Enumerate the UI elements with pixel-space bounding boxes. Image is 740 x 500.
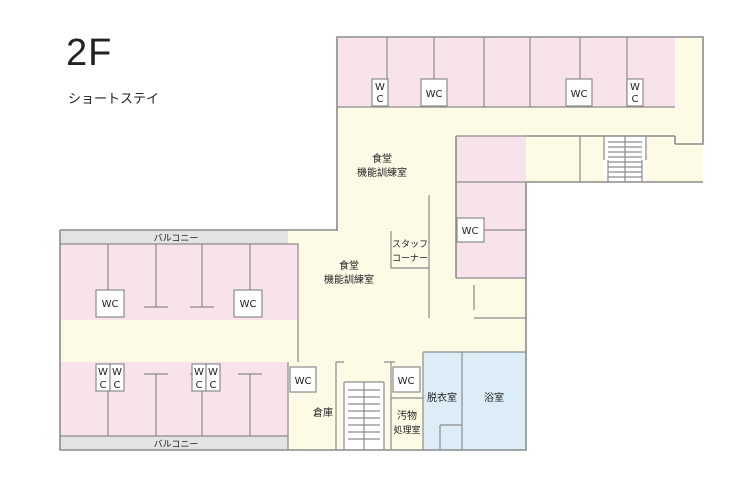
balcony-top-label: バルコニー: [154, 233, 199, 244]
wc-box-lower-top-1: [95, 289, 125, 318]
dressing-room-label: 脱衣室: [427, 391, 457, 404]
wc-label-lower-top-2: WC: [240, 299, 257, 310]
wc-box-lower-bottom-4: [205, 363, 221, 392]
storage-label: 倉庫: [313, 406, 333, 419]
wc-label-upper-4b: C: [632, 94, 639, 105]
wc-box-utility-2: [392, 366, 421, 393]
wc-label-upper-3: WC: [571, 89, 588, 100]
wc-label-upper-2: WC: [426, 89, 443, 100]
balcony-bottom-label: バルコニー: [154, 439, 199, 450]
wc-label-utility-2: WC: [398, 376, 415, 387]
wc-label-lower-bottom-3b: C: [196, 380, 203, 391]
wc-box-upper-3: [565, 78, 593, 107]
wc-label-lower-bottom-4a: W: [208, 367, 218, 378]
corridor-upper-extension: [675, 37, 703, 144]
corridor-upper-dining: [337, 136, 456, 231]
wc-box-utility-1: [289, 366, 317, 393]
middle-cluster-walls: [456, 135, 581, 279]
outer-wall-main: [59, 229, 527, 451]
outer-wall: [336, 36, 704, 352]
wc-box-lower-top-2: [233, 289, 263, 318]
wc-box-upper-1: [371, 78, 389, 107]
wc-box-middle: [456, 217, 485, 243]
dirty-room-line2: 処理室: [393, 424, 420, 436]
wc-box-lower-bottom-2: [109, 363, 125, 392]
dining-upper-line1: 食堂: [372, 152, 392, 165]
wc-label-lower-bottom-2a: W: [112, 367, 122, 378]
wc-label-upper-1b: C: [377, 94, 384, 105]
balcony-top: [60, 230, 288, 244]
staff-corner-walls: [390, 195, 526, 319]
wc-label-lower-bottom-4b: C: [210, 380, 217, 391]
room-cluster-middle: [456, 136, 526, 278]
floor-subtitle: ショートステイ: [68, 92, 160, 107]
utility-walls: [335, 351, 526, 450]
wc-label-lower-bottom-1b: C: [100, 380, 107, 391]
wc-box-upper-4: [626, 78, 644, 107]
bath-room-label: 浴室: [484, 391, 504, 404]
dining-upper-line2: 機能訓練室: [357, 166, 407, 179]
wc-label-upper-4a: W: [630, 82, 640, 93]
dining-lower-line1: 食堂: [339, 259, 359, 272]
balcony-bottom: [60, 436, 288, 450]
room-upper-row: [337, 37, 675, 107]
wc-label-lower-bottom-3a: W: [194, 367, 204, 378]
staff-corner-line1: スタッフ: [392, 239, 428, 250]
stairs-upper-lines: [603, 136, 647, 182]
dining-lower-line2: 機能訓練室: [324, 273, 374, 286]
upper-room-walls: [337, 37, 675, 108]
wc-label-middle: WC: [462, 226, 479, 237]
wc-label-lower-bottom-1a: W: [98, 367, 108, 378]
staff-corner-line2: コーナー: [392, 253, 428, 264]
stairs-lower-lines: [343, 381, 385, 450]
wc-box-upper-2: [420, 78, 448, 107]
wc-label-utility-1: WC: [295, 376, 312, 387]
room-lower-bottom-row: [60, 362, 288, 436]
floor-title: 2F: [66, 32, 113, 74]
corridor-lower-dining: [288, 231, 456, 320]
corridor-upper: [337, 107, 675, 136]
wc-label-upper-1a: W: [375, 82, 385, 93]
wc-label-lower-bottom-2b: C: [114, 380, 121, 391]
wc-label-lower-top-1: WC: [102, 299, 119, 310]
dirty-room-line1: 汚物: [397, 409, 417, 422]
